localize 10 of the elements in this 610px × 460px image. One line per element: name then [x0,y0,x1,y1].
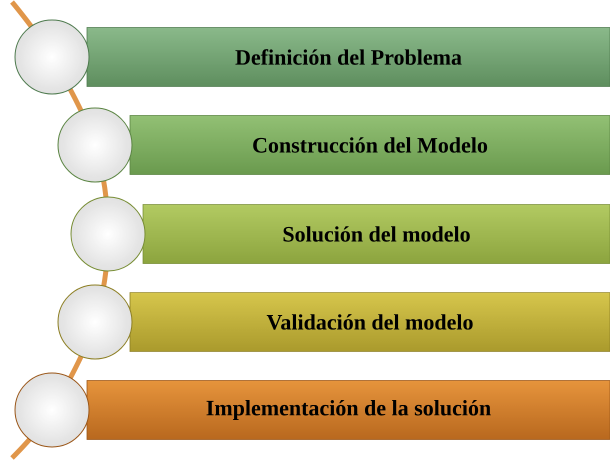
process-bar: Definición del Problema [86,27,610,87]
circle-marker [58,284,132,360]
circle-marker [14,372,90,448]
process-bar: Solución del modelo [142,204,610,264]
circle-marker [70,196,146,272]
process-bar: Validación del modelo [130,292,610,352]
circle-marker [58,108,132,182]
process-bar: Implementación de la solución [86,380,610,440]
process-bar: Construcción del Modelo [130,115,610,175]
circle-marker [14,20,90,94]
